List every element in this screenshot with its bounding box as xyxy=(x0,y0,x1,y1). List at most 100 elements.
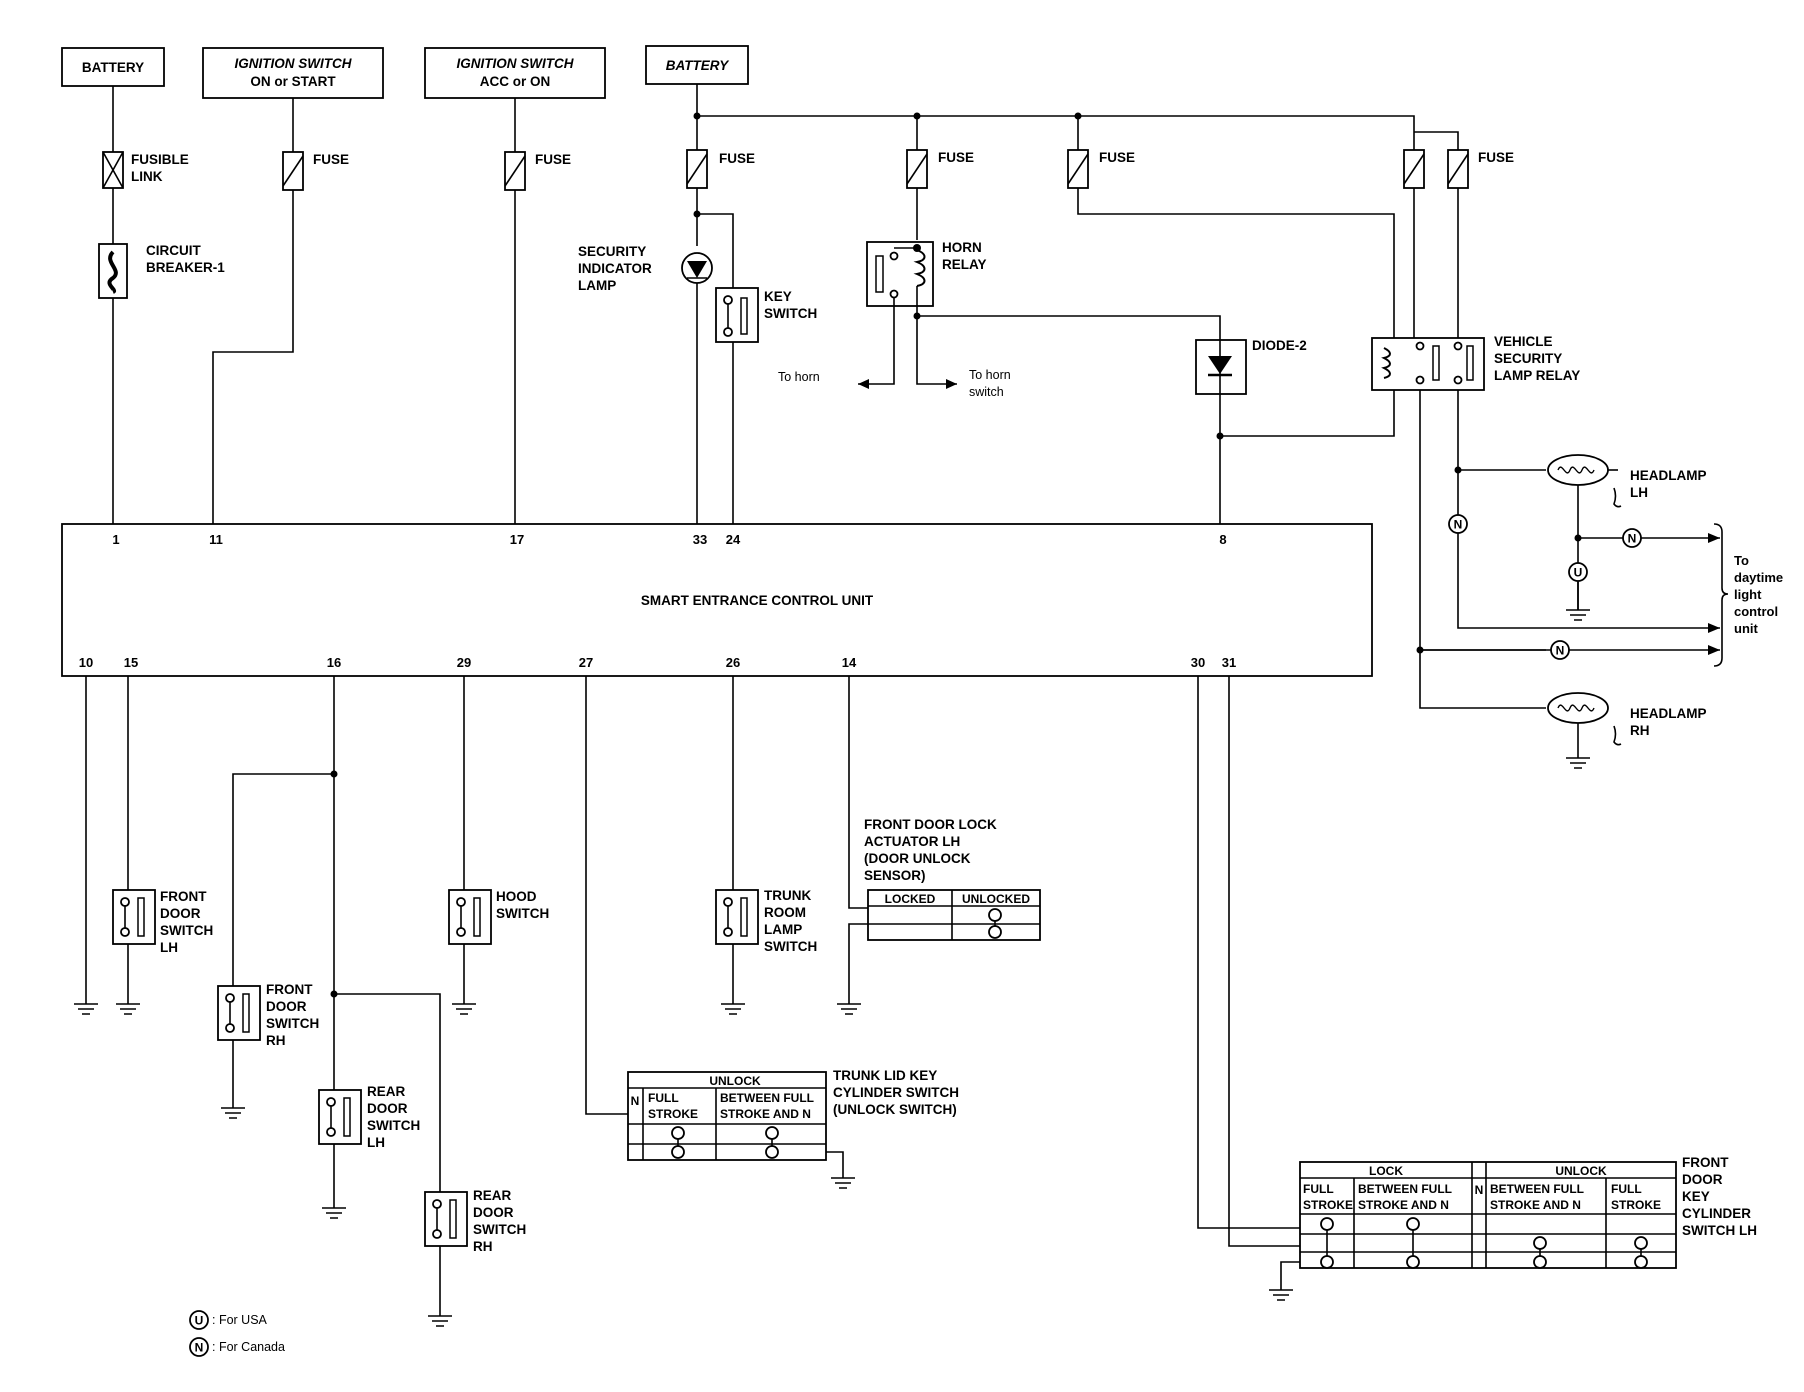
to-horn-label: To horn xyxy=(778,370,820,384)
fuse-ignition-on: FUSE xyxy=(212,98,349,524)
svg-text:TRUNK LID KEY: TRUNK LID KEY xyxy=(833,1068,937,1083)
svg-text:FRONT: FRONT xyxy=(1682,1155,1729,1170)
horn-relay-label-2: RELAY xyxy=(942,257,987,272)
pin-label: 30 xyxy=(1191,655,1205,670)
svg-text:BETWEEN FULL: BETWEEN FULL xyxy=(720,1091,814,1105)
pin-label: 24 xyxy=(726,532,741,547)
security-indicator-lamp: SECURITY INDICATOR LAMP xyxy=(578,188,734,524)
svg-text:FULL: FULL xyxy=(1303,1182,1334,1196)
pin-label: 31 xyxy=(1222,655,1236,670)
svg-text:ACTUATOR LH: ACTUATOR LH xyxy=(864,834,960,849)
ign-on-label-2: ON or START xyxy=(250,74,336,89)
pin-label: 14 xyxy=(842,655,857,670)
svg-text:STROKE AND N: STROKE AND N xyxy=(1358,1198,1449,1212)
junction-dot xyxy=(913,112,921,120)
svg-text:SWITCH: SWITCH xyxy=(764,939,817,954)
svg-text:CYLINDER SWITCH: CYLINDER SWITCH xyxy=(833,1085,959,1100)
battery-label-left: BATTERY xyxy=(82,60,144,75)
svg-text:STROKE: STROKE xyxy=(1303,1198,1353,1212)
pin-label: 17 xyxy=(510,532,524,547)
svg-text:DOOR: DOOR xyxy=(367,1101,408,1116)
headlamp-lh-label-2: LH xyxy=(1630,485,1648,500)
battery-label-right: BATTERY xyxy=(666,58,730,73)
fusible-label-1: FUSIBLE xyxy=(131,152,189,167)
ign-acc-label-2: ACC or ON xyxy=(480,74,551,89)
svg-text:DOOR: DOOR xyxy=(473,1205,514,1220)
junction-dot xyxy=(1074,112,1082,120)
svg-text:FRONT DOOR LOCK: FRONT DOOR LOCK xyxy=(864,817,997,832)
svg-text:RH: RH xyxy=(266,1033,286,1048)
legend: U : For USA N : For Canada xyxy=(189,1310,285,1357)
pin-label: 26 xyxy=(726,655,740,670)
ignition-switch-on-box: IGNITION SWITCH ON or START xyxy=(202,47,384,99)
ign-on-label-1: IGNITION SWITCH xyxy=(235,56,352,71)
rear-door-switch-rh: REAR DOOR SWITCH RH xyxy=(424,1188,526,1254)
key-switch-label-2: SWITCH xyxy=(764,306,817,321)
svg-text:unit: unit xyxy=(1734,621,1758,636)
horn-relay: HORN RELAY To horn To horn switch xyxy=(778,188,1221,399)
key-switch-label-1: KEY xyxy=(764,289,792,304)
front-door-key-cylinder-switch: LOCK UNLOCK N FULL STROKE BETWEEN FULL S… xyxy=(1299,1155,1757,1269)
svg-text:(UNLOCK SWITCH): (UNLOCK SWITCH) xyxy=(833,1102,957,1117)
svg-text:N: N xyxy=(1628,532,1637,546)
vs-relay-label-2: SECURITY xyxy=(1494,351,1562,366)
vs-relay-label-3: LAMP RELAY xyxy=(1494,368,1580,383)
fuse-label: FUSE xyxy=(535,152,571,167)
pin-label: 15 xyxy=(124,655,138,670)
hood-switch: HOOD SWITCH xyxy=(448,889,549,945)
svg-text:SWITCH: SWITCH xyxy=(473,1222,526,1237)
svg-text:HOOD: HOOD xyxy=(496,889,537,904)
svg-text:STROKE AND N: STROKE AND N xyxy=(720,1107,811,1121)
diode-label: DIODE-2 xyxy=(1252,338,1307,353)
pin-label: 16 xyxy=(327,655,341,670)
to-horn-switch-label-1: To horn xyxy=(969,368,1011,382)
svg-text:DOOR: DOOR xyxy=(160,906,201,921)
svg-text:CYLINDER: CYLINDER xyxy=(1682,1206,1751,1221)
fuse-headlamp-2: FUSE xyxy=(1447,149,1514,189)
svg-text:LH: LH xyxy=(160,940,178,955)
headlamp-rh-label-1: HEADLAMP xyxy=(1630,706,1707,721)
sec-lamp-label-1: SECURITY xyxy=(578,244,646,259)
daytime-light-control-label: To daytime light control unit xyxy=(1713,523,1783,667)
ign-acc-label-1: IGNITION SWITCH xyxy=(457,56,574,71)
junction-dot xyxy=(693,112,701,120)
legend-canada: : For Canada xyxy=(212,1340,285,1354)
svg-text:ROOM: ROOM xyxy=(764,905,806,920)
ignition-switch-acc-box: IGNITION SWITCH ACC or ON xyxy=(424,47,606,99)
svg-text:SWITCH: SWITCH xyxy=(367,1118,420,1133)
svg-text:LH: LH xyxy=(367,1135,385,1150)
svg-text:REAR: REAR xyxy=(367,1084,406,1099)
headlamp-lh: HEADLAMP LH xyxy=(1547,454,1707,508)
svg-text:(DOOR UNLOCK: (DOOR UNLOCK xyxy=(864,851,971,866)
svg-text:STROKE AND N: STROKE AND N xyxy=(1490,1198,1581,1212)
svg-text:SWITCH: SWITCH xyxy=(496,906,549,921)
svg-text:daytime: daytime xyxy=(1734,570,1783,585)
u-symbol-icon xyxy=(189,1310,209,1330)
to-horn-switch-label-2: switch xyxy=(969,385,1004,399)
svg-text:DOOR: DOOR xyxy=(1682,1172,1723,1187)
svg-text:SWITCH: SWITCH xyxy=(160,923,213,938)
svg-text:FRONT: FRONT xyxy=(266,982,313,997)
svg-text:RH: RH xyxy=(473,1239,493,1254)
fuse-ignition-acc: FUSE xyxy=(504,98,571,524)
pin-label: 27 xyxy=(579,655,593,670)
headlamp-rh-label-2: RH xyxy=(1630,723,1650,738)
battery-box-right: BATTERY xyxy=(645,45,749,85)
front-door-lock-actuator: FRONT DOOR LOCK ACTUATOR LH (DOOR UNLOCK… xyxy=(864,817,1041,941)
fuse-label: FUSE xyxy=(313,152,349,167)
key-switch: KEY SWITCH xyxy=(715,287,817,524)
svg-text:REAR: REAR xyxy=(473,1188,512,1203)
battery-bus xyxy=(693,84,1459,150)
svg-text:U: U xyxy=(1574,566,1583,580)
svg-text:SENSOR): SENSOR) xyxy=(864,868,926,883)
svg-text:KEY: KEY xyxy=(1682,1189,1710,1204)
horn-relay-label-1: HORN xyxy=(942,240,982,255)
svg-text:DOOR: DOOR xyxy=(266,999,307,1014)
bottom-wiring xyxy=(74,676,1300,1327)
region-markers: N N N U xyxy=(1448,514,1642,660)
fusible-link: FUSIBLE LINK xyxy=(102,86,189,189)
svg-text:light: light xyxy=(1734,587,1762,602)
headlamp-lh-label-1: HEADLAMP xyxy=(1630,468,1707,483)
circuit-breaker-1: CIRCUIT BREAKER-1 xyxy=(98,188,225,524)
